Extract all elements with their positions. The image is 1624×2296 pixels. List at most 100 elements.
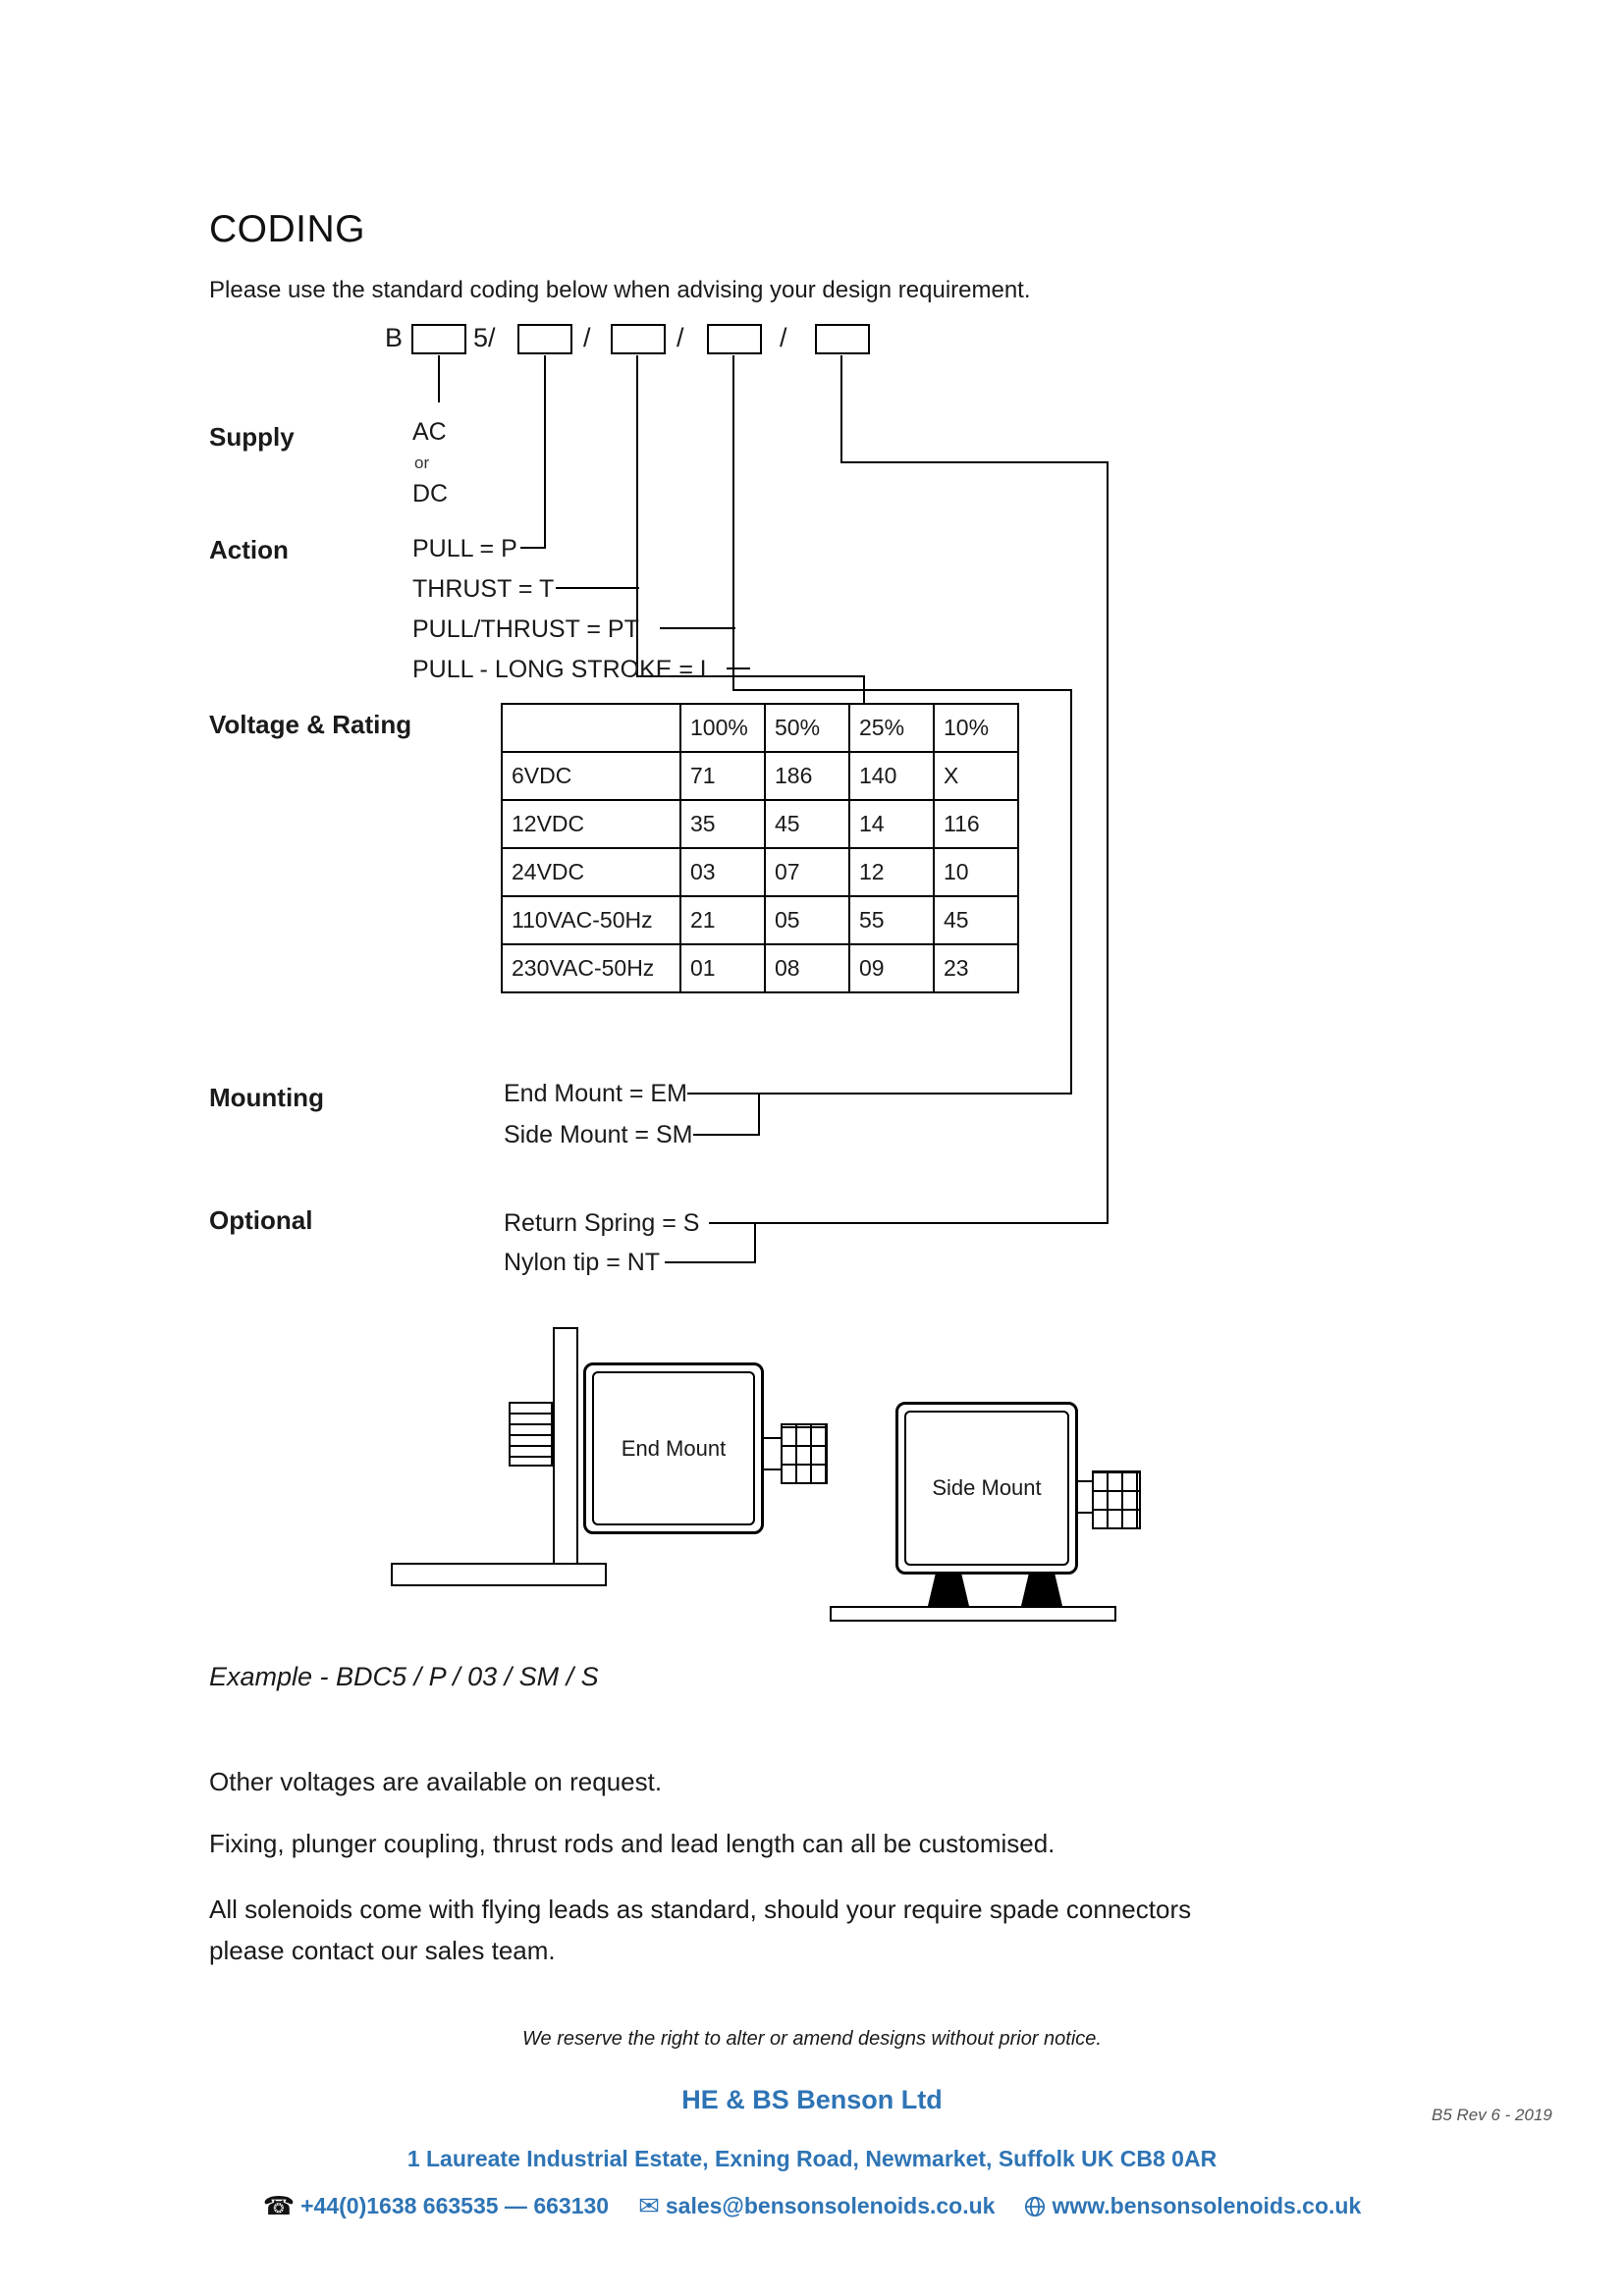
table-header-cell: 10% (933, 703, 1019, 753)
terminal-block (1092, 1470, 1141, 1529)
mounting-option-side: Side Mount = SM (504, 1121, 693, 1148)
table-cell: 14 (848, 799, 935, 849)
disclaimer-text: We reserve the right to alter or amend d… (522, 2028, 1102, 2050)
mounting-foot (928, 1575, 969, 1606)
mounting-connector-line-v (732, 355, 734, 691)
table-cell: 55 (848, 895, 935, 945)
table-cell: 45 (933, 895, 1019, 945)
end-mount-label: End Mount (621, 1435, 727, 1461)
company-address: 1 Laureate Industrial Estate, Exning Roa… (406, 2146, 1218, 2171)
email-group: ✉ sales@bensonsolenoids.co.uk (638, 2191, 995, 2221)
code-box-supply (411, 324, 466, 354)
bracket-foot (391, 1563, 607, 1586)
voltage-rating-table: 100% 50% 25% 10% 6VDC 71 186 140 X 12VDC… (501, 703, 1019, 993)
table-header-row: 100% 50% 25% 10% (501, 703, 1019, 753)
lead-wire (764, 1468, 782, 1470)
table-cell: 71 (679, 751, 766, 801)
code-separator: / (583, 323, 591, 352)
table-row: 110VAC-50Hz 21 05 55 45 (501, 895, 1019, 945)
side-mount-line (693, 1134, 760, 1136)
voltage-row-label: 12VDC (501, 799, 681, 849)
pull-thrust-connector-line (660, 627, 735, 629)
table-cell: 35 (679, 799, 766, 849)
website-link[interactable]: www.bensonsolenoids.co.uk (1052, 2193, 1362, 2218)
optional-connector-line-h (840, 461, 1109, 463)
solenoid-body: End Mount (583, 1362, 764, 1534)
table-cell: 23 (933, 943, 1019, 993)
action-option-pull-thrust: PULL/THRUST = PT (412, 615, 639, 643)
action-section-label: Action (209, 535, 289, 564)
email-icon: ✉ (638, 2191, 660, 2220)
action-connector-line (544, 355, 546, 549)
voltage-section-label: Voltage & Rating (209, 710, 412, 739)
voltage-connector-line-v (636, 355, 638, 677)
action-option-pull: PULL = P (412, 535, 517, 562)
plunger (509, 1402, 553, 1467)
lead-wire (1078, 1512, 1092, 1514)
voltage-row-label: 24VDC (501, 847, 681, 897)
action-option-thrust: THRUST = T (412, 575, 555, 603)
optional-bracket-line (754, 1222, 756, 1263)
code-prefix: B (385, 323, 404, 352)
table-cell: 09 (848, 943, 935, 993)
optional-connector-line-v (840, 355, 842, 463)
example-code: Example - BDC5 / P / 03 / SM / S (209, 1662, 599, 1691)
solenoid-body-inner: Side Mount (904, 1411, 1069, 1566)
optional-option-spring: Return Spring = S (504, 1209, 700, 1237)
supply-option-or: or (414, 454, 430, 472)
code-box-mounting (707, 324, 762, 354)
bracket-plate (553, 1327, 578, 1565)
contact-row: ☎ +44(0)1638 663535 — 663130 ✉ sales@ben… (0, 2191, 1624, 2221)
end-mount-diagram: End Mount (388, 1320, 839, 1605)
optional-right-line-v (1107, 461, 1109, 1224)
table-cell: 05 (764, 895, 850, 945)
table-header-cell: 50% (764, 703, 850, 753)
table-header-cell: 100% (679, 703, 766, 753)
mounting-section-label: Mounting (209, 1083, 324, 1112)
intro-text: Please use the standard coding below whe… (209, 277, 1031, 303)
code-series: 5/ (473, 323, 496, 352)
table-header-cell: 25% (848, 703, 935, 753)
optional-option-nylon: Nylon tip = NT (504, 1249, 661, 1276)
side-mount-diagram: Side Mount (825, 1394, 1149, 1629)
table-cell: 10 (933, 847, 1019, 897)
code-box-voltage (611, 324, 666, 354)
supply-connector-line (438, 355, 440, 402)
table-cell: 116 (933, 799, 1019, 849)
code-separator: / (677, 323, 684, 352)
return-spring-line (709, 1222, 1109, 1224)
table-cell: X (933, 751, 1019, 801)
note-voltages: Other voltages are available on request. (209, 1767, 663, 1796)
pull-connector-line (520, 547, 546, 549)
supply-option-ac: AC (412, 418, 447, 446)
mounting-right-line-v (1070, 689, 1072, 1095)
table-row: 12VDC 35 45 14 116 (501, 799, 1019, 849)
terminal-block (781, 1423, 828, 1484)
table-cell: 186 (764, 751, 850, 801)
table-row: 6VDC 71 186 140 X (501, 751, 1019, 801)
phone-number: +44(0)1638 663535 — 663130 (300, 2193, 610, 2218)
base-plate (830, 1606, 1116, 1622)
note-customised: Fixing, plunger coupling, thrust rods an… (209, 1829, 1056, 1858)
table-cell: 45 (764, 799, 850, 849)
code-separator: / (780, 323, 787, 352)
action-option-long-stroke: PULL - LONG STROKE = L (412, 656, 714, 683)
phone-icon: ☎ (262, 2191, 296, 2220)
table-cell: 140 (848, 751, 935, 801)
table-cell: 07 (764, 847, 850, 897)
solenoid-body: Side Mount (895, 1402, 1078, 1575)
code-box-action (517, 324, 572, 354)
table-cell: 01 (679, 943, 766, 993)
table-cell: 03 (679, 847, 766, 897)
table-cell: 21 (679, 895, 766, 945)
table-cell: 08 (764, 943, 850, 993)
email-link[interactable]: sales@bensonsolenoids.co.uk (665, 2193, 996, 2218)
nylon-tip-line (665, 1261, 756, 1263)
lead-wire (764, 1437, 782, 1439)
lead-wire (1078, 1480, 1092, 1482)
globe-icon (1024, 2196, 1046, 2217)
end-mount-line (687, 1093, 1072, 1095)
phone-group: ☎ +44(0)1638 663535 — 663130 (263, 2191, 609, 2221)
table-cell: 12 (848, 847, 935, 897)
code-box-optional (815, 324, 870, 354)
